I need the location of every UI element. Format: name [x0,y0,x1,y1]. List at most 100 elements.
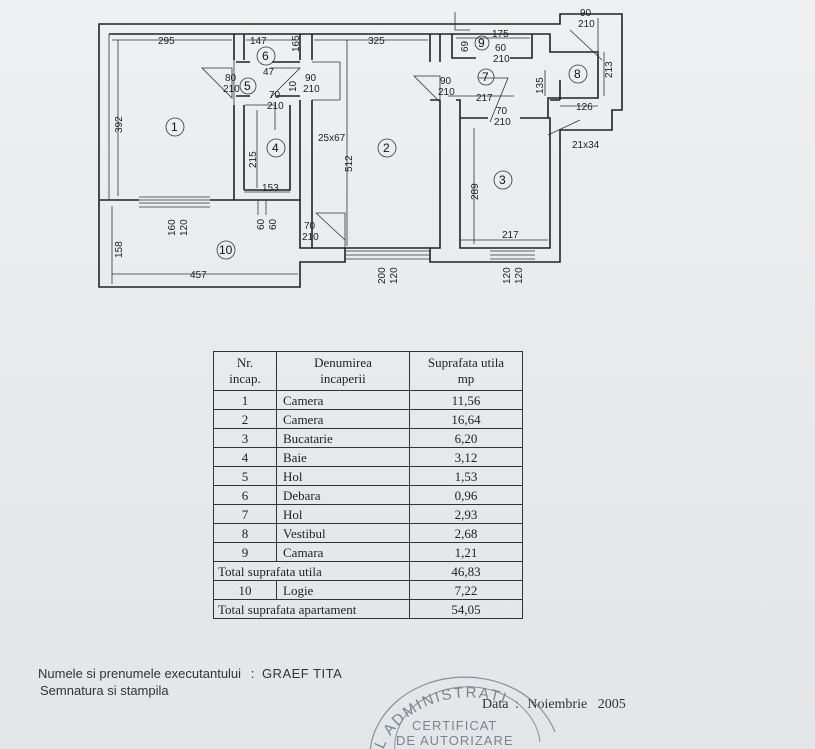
table-row: 9 Camara 1,21 [213,542,523,562]
room-label: 2 [383,141,390,155]
header-line: Denumirea [314,355,372,370]
total-useful-label: Total suprafata utila [213,561,410,581]
date-label: Data [482,697,509,712]
executant-label: Numele si prenumele executantului [38,666,242,681]
cell-name: Hol [276,504,410,524]
dim-label: 120 [502,267,513,284]
floor-plan-dimensions: 295 147 165 325 175 90 210 69 60 210 47 … [114,8,615,284]
cell-nr: 3 [213,428,277,448]
cell-area: 2,68 [409,523,523,543]
dim-label: 217 [476,93,493,104]
col-header-nr: Nr. incap. [213,351,277,391]
dim-label: 210 [302,232,319,243]
dim-label: 165 [291,35,302,52]
date-separator: : [514,697,519,712]
cell-area: 3,12 [409,447,523,467]
cell-nr: 7 [213,504,277,524]
dim-label: 47 [263,67,275,78]
cell-nr: 1 [213,390,277,410]
rooms-table: Nr. incap. Denumirea incaperii Suprafata… [213,351,523,619]
cell-name: Baie [276,447,410,467]
dim-label: 210 [438,87,455,98]
authorization-stamp: UL ADMINISTRATI CERTIFICAT DE AUTORIZARE [367,676,556,749]
dim-label: 21x34 [572,140,600,151]
table-row: 6 Debara 0,96 [213,485,523,505]
total-useful-value: 46,83 [409,561,523,581]
dim-label: 147 [250,36,267,47]
dim-label: 120 [179,219,190,236]
dim-label: 158 [114,241,125,258]
dim-label: 90 [305,73,317,84]
room-label: 1 [171,120,178,134]
floor-plan-walls [98,12,623,288]
dim-label: 160 [167,219,178,236]
dim-label: 210 [303,84,320,95]
room-label: 10 [219,243,233,257]
dim-label: 457 [190,270,207,281]
header-line: Suprafata utila [427,355,505,370]
dim-label: 90 [580,8,592,19]
dim-label: 213 [604,61,615,78]
dim-label: 60 [268,218,279,230]
col-header-area: Suprafata utila mp [409,351,523,391]
table-row: 2 Camera 16,64 [213,409,523,429]
header-line: incap. [229,371,261,386]
table-row: 3 Bucatarie 6,20 [213,428,523,448]
dim-label: 70 [496,106,508,117]
date-line: Data : Noiembrie 2005 [482,697,626,713]
dim-label: 10 [288,80,299,92]
executant-line: Numele si prenumele executantului : GRAE… [38,666,342,681]
executant-separator: : [250,666,255,681]
room-label: 5 [244,79,251,93]
cell-name: Hol [276,466,410,486]
loggia-row: 10 Logie 7,22 [213,580,523,600]
header-line: Nr. [236,355,254,370]
table-row: 4 Baie 3,12 [213,447,523,467]
dim-label: 120 [389,267,400,284]
dim-label: 215 [248,151,259,168]
room-label: 9 [478,36,485,50]
dim-label: 210 [578,19,595,30]
table-row: 5 Hol 1,53 [213,466,523,486]
dim-label: 175 [492,29,509,40]
cell-name: Vestibul [276,523,410,543]
cell-nr: 2 [213,409,277,429]
cell-area: 6,20 [409,428,523,448]
dim-label: 295 [158,36,175,47]
cell-name: Debara [276,485,410,505]
dim-label: 60 [256,218,267,230]
dim-label: 392 [114,116,125,133]
dim-label: 70 [304,221,316,232]
dim-label: 126 [576,102,593,113]
room-label: 6 [262,49,269,63]
total-apartment-value: 54,05 [409,599,523,619]
dim-label: 289 [470,183,481,200]
table-row: 1 Camera 11,56 [213,390,523,410]
dim-label: 25x67 [318,133,346,144]
table-row: 7 Hol 2,93 [213,504,523,524]
dim-label: 210 [267,101,284,112]
header-line: incaperii [320,371,366,386]
total-useful-row: Total suprafata utila 46,83 [213,561,523,581]
cell-nr: 5 [213,466,277,486]
room-label: 8 [574,67,581,81]
signature-label: Semnatura si stampila [40,683,169,698]
dim-label: 153 [262,183,279,194]
room-label: 4 [272,141,279,155]
cell-area: 1,53 [409,466,523,486]
cell-name: Camara [276,542,410,562]
cell-name: Logie [276,580,410,600]
table-header-row: Nr. incap. Denumirea incaperii Suprafata… [213,351,523,391]
cell-name: Bucatarie [276,428,410,448]
date-value: Noiembrie 2005 [527,697,626,712]
stamp-line-2: DE AUTORIZARE [396,733,514,748]
cell-area: 1,21 [409,542,523,562]
cell-nr: 10 [213,580,277,600]
col-header-name: Denumirea incaperii [276,351,410,391]
cell-nr: 6 [213,485,277,505]
cell-nr: 4 [213,447,277,467]
dim-label: 80 [225,73,237,84]
total-apartment-label: Total suprafata apartament [213,599,410,619]
dim-label: 210 [493,54,510,65]
cell-area: 16,64 [409,409,523,429]
